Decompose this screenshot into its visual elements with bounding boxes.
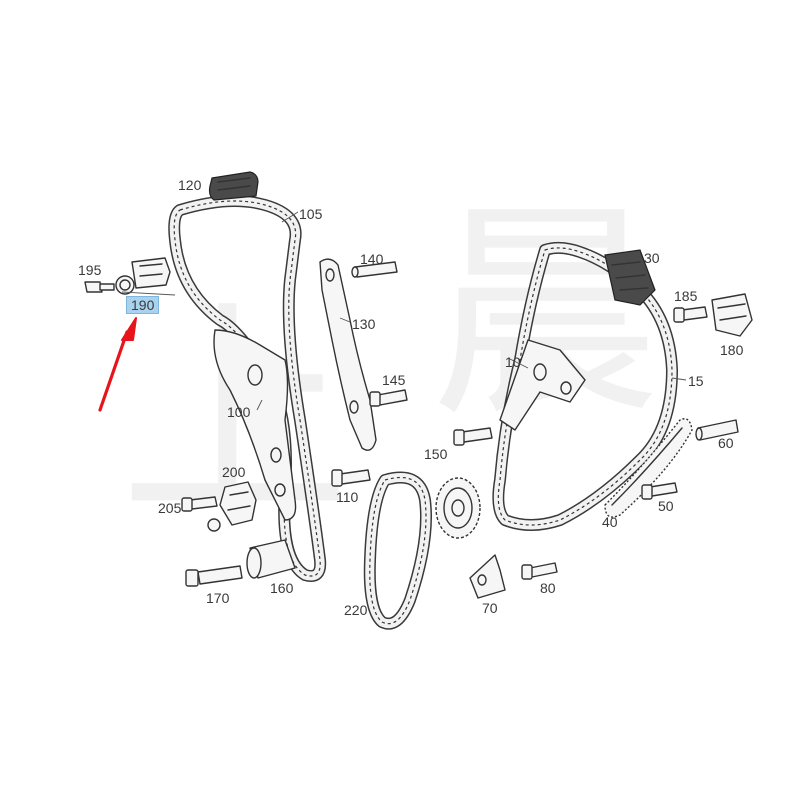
callout-15: 15	[688, 373, 704, 389]
callout-120: 120	[178, 177, 202, 193]
callout-50: 50	[658, 498, 674, 514]
part-60-pin	[695, 419, 739, 441]
callout-70: 70	[482, 600, 498, 616]
callout-130: 130	[352, 316, 376, 332]
part-200-tensioner	[207, 481, 257, 532]
part-145-bolt	[369, 389, 408, 407]
part-70-bracket	[469, 554, 506, 599]
callout-80: 80	[540, 580, 556, 596]
part-205-bolt	[181, 496, 218, 512]
part-195-bolt	[84, 281, 115, 293]
callout-190-highlighted: 190	[126, 296, 160, 314]
callout-220: 220	[344, 602, 368, 618]
part-80-bolt	[521, 562, 558, 580]
callout-170: 170	[206, 590, 230, 606]
callout-100: 100	[227, 404, 251, 420]
leader-lines	[121, 211, 687, 411]
callout-105: 105	[299, 206, 323, 222]
highlight-arrow	[98, 317, 137, 412]
part-20-bolt	[453, 427, 493, 446]
callout-40: 40	[602, 514, 618, 530]
callout-150: 150	[424, 446, 448, 462]
callout-200: 200	[222, 464, 246, 480]
part-40-guide-rail	[604, 418, 693, 518]
part-10-guide-bracket	[499, 339, 586, 431]
part-140-pin	[351, 261, 398, 278]
part-110-bolt	[331, 469, 371, 487]
part-160-sleeve	[246, 539, 296, 579]
callout-60: 60	[718, 435, 734, 451]
part-30-tensioner-block	[604, 249, 656, 306]
timing-chain-220	[363, 471, 432, 630]
callout-205: 205	[158, 500, 182, 516]
part-130-guide-rail	[319, 258, 377, 451]
callout-140: 140	[360, 251, 384, 267]
callout-30: 30	[644, 250, 660, 266]
callout-180: 180	[720, 342, 744, 358]
part-180-tensioner	[711, 293, 753, 337]
callout-10: 10	[505, 354, 521, 370]
part-185-bolt	[673, 306, 708, 323]
part-150-sprocket	[435, 477, 481, 539]
part-190-chain-tensioner	[115, 257, 171, 295]
callout-160: 160	[270, 580, 294, 596]
part-50-bolt	[641, 482, 678, 500]
part-120-guide-block	[208, 171, 259, 201]
part-170-bolt	[185, 565, 243, 587]
callout-145: 145	[382, 372, 406, 388]
part-100-tensioner-rail	[213, 329, 297, 521]
callout-195: 195	[78, 262, 102, 278]
timing-chain-left	[168, 195, 327, 582]
callout-185: 185	[674, 288, 698, 304]
callout-110: 110	[336, 489, 359, 505]
